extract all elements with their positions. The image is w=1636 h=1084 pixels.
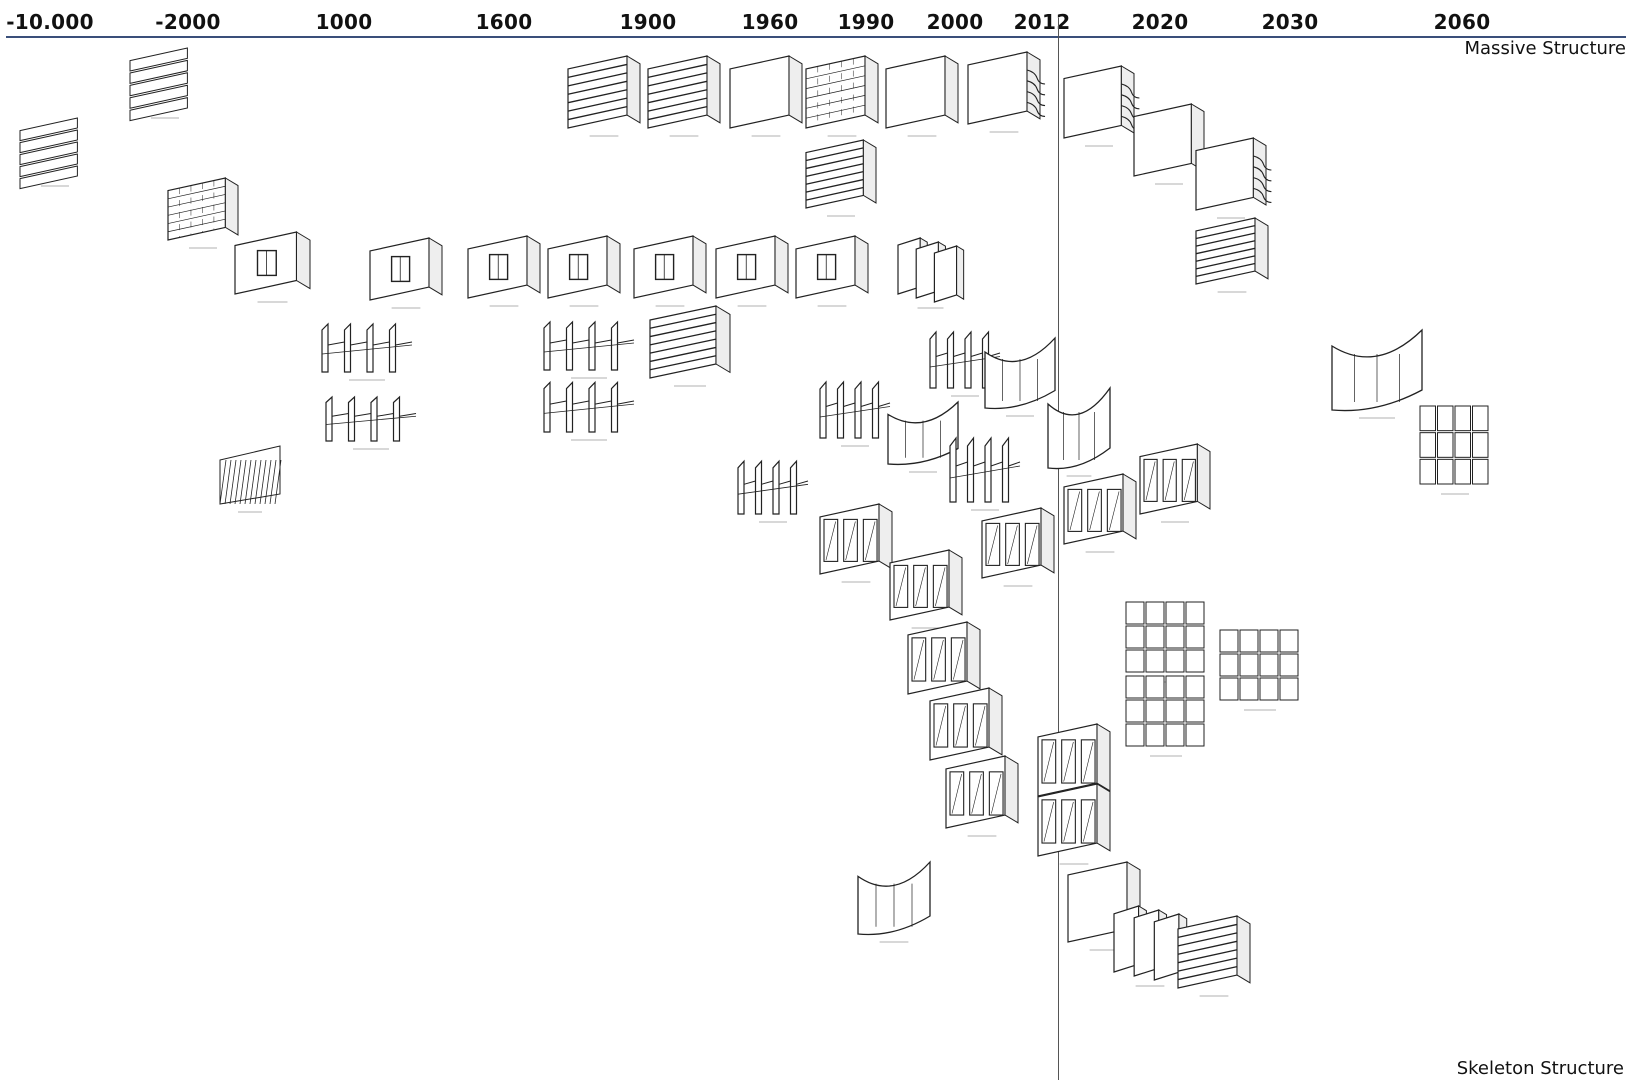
insulated-wall-sketch <box>886 56 958 136</box>
ventilation-opening-sketch <box>235 232 310 302</box>
module-facade-sketch <box>1114 906 1187 986</box>
wooden-skeleton-building-sketch <box>322 324 412 380</box>
skeleton-frame-sketch <box>544 382 634 440</box>
boxed-facade-sketch <box>908 622 980 702</box>
adaptive-facade-sketch <box>1126 676 1204 756</box>
vertical-window-sketch <box>468 236 540 306</box>
printed-facade-sketch <box>1332 330 1422 418</box>
massive-wood-sketch <box>20 118 77 189</box>
multi-storey-facade-sketch <box>946 756 1018 836</box>
digital-facade-sketch <box>982 508 1054 586</box>
single-glass-sketch <box>370 238 442 308</box>
massive-wall-pcm-sketch <box>1134 104 1204 184</box>
wattle-daub-sketch <box>220 446 281 512</box>
interactive-digital-facade-sketch <box>1064 474 1136 552</box>
double-wall-sketch <box>898 238 964 308</box>
cavity-wall-sketch <box>568 56 640 136</box>
insulating-glass-sketch <box>796 236 868 306</box>
modular-insulation-sketch <box>1178 916 1250 996</box>
energy-generating-facade-sketch <box>1126 602 1204 682</box>
free-form-skeleton-sketch <box>888 402 958 472</box>
cavity-timber-wall-sketch <box>650 306 730 386</box>
thermal-mass-concrete-sketch <box>1064 66 1139 146</box>
boxed-window-sketch <box>716 236 788 306</box>
horizontal-window-sketch <box>548 236 620 306</box>
massive-wall-insulated-sketch <box>730 56 802 136</box>
element-facade-sketch <box>820 504 892 582</box>
shell-form-sketch <box>985 338 1055 416</box>
insulated-stone-wall-sketch <box>648 56 720 136</box>
glass-facade-sketch <box>858 862 930 942</box>
massive-wall-service-ducts-sketch <box>1196 138 1271 218</box>
masonry-block-insulated-sketch <box>806 56 878 136</box>
corridor-facade-sketch <box>930 688 1002 768</box>
wooden-half-timbering-sketch <box>326 397 416 449</box>
cavity-wall-services-sketch <box>1196 218 1268 292</box>
medieval-frame-sketch <box>544 322 634 378</box>
plastic-panel-sketch <box>806 140 876 216</box>
freeform-facade-2012-sketch <box>1048 388 1110 476</box>
brick-sketch <box>168 178 238 248</box>
steel-concrete-system-sketch <box>820 382 890 446</box>
bionic-facade-sketch <box>1420 406 1488 494</box>
steel-frame-sketch <box>738 461 808 522</box>
media-facade-sketch <box>1140 444 1210 522</box>
clip-system-sketch <box>950 438 1020 510</box>
active-insulation-sketch <box>968 52 1045 132</box>
second-skin-facade-sketch <box>890 550 962 628</box>
sliding-window-sketch <box>634 236 706 306</box>
massive-clay-sketch <box>130 48 187 121</box>
hybrid-facade-sketch <box>1220 630 1298 710</box>
decentralised-facade-sketch <box>1038 784 1110 864</box>
